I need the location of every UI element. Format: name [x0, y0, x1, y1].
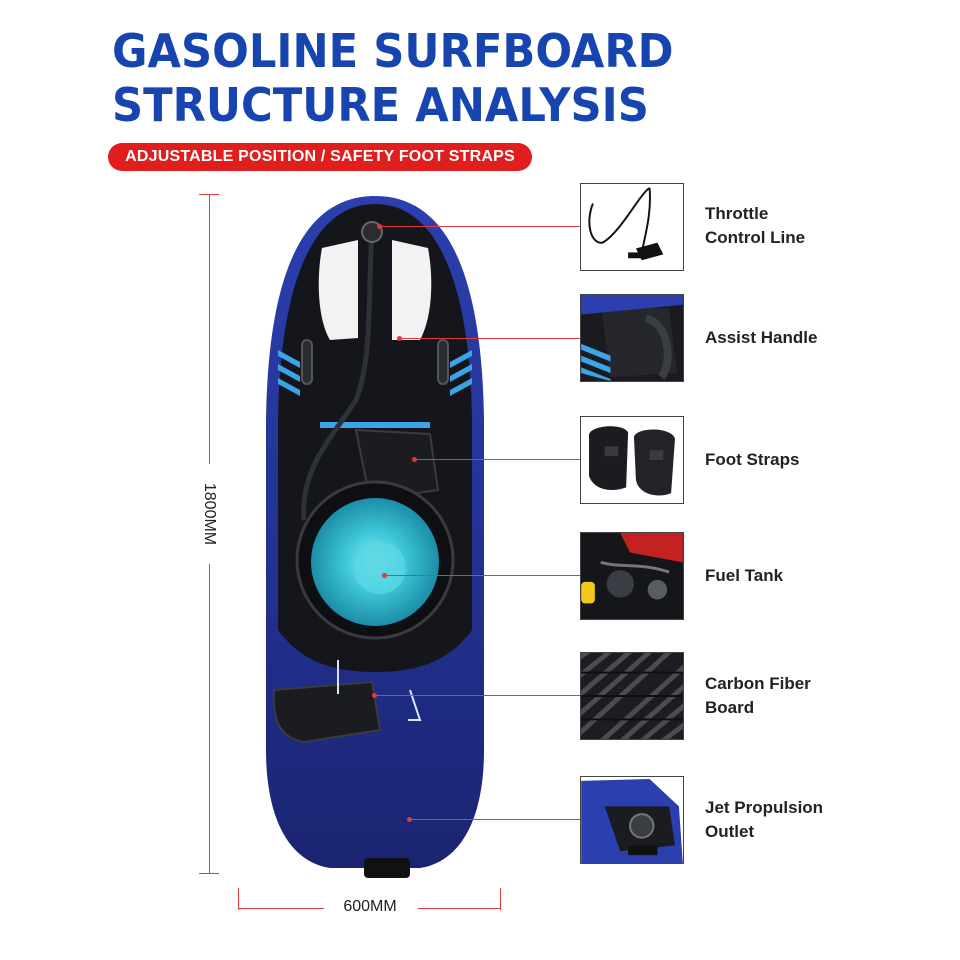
width-dimension-line-left	[238, 908, 324, 909]
title-line-1: GASOLINE SURFBOARD	[112, 24, 674, 78]
fuel-tank-icon	[581, 533, 683, 619]
label-jet-propulsion-line-1: Jet Propulsion	[705, 798, 824, 817]
jet-outlet-icon	[581, 778, 683, 863]
width-dimension-cap-right	[500, 888, 501, 910]
surfboard-icon	[266, 196, 484, 878]
page-title: GASOLINE SURFBOARD STRUCTURE ANALYSIS	[112, 24, 674, 132]
throttle-cable-icon	[588, 187, 664, 261]
leader-line-fuel-tank	[385, 575, 580, 576]
leader-dot-fuel-tank	[382, 573, 387, 578]
label-jet-propulsion-outlet: Jet Propulsion Outlet	[705, 796, 925, 844]
leader-line-throttle	[380, 226, 580, 227]
title-line-2: STRUCTURE ANALYSIS	[112, 78, 649, 132]
label-carbon-fiber-board: Carbon Fiber Board	[705, 672, 925, 720]
label-throttle-line-2: Control Line	[705, 228, 806, 247]
leader-line-jet-outlet	[410, 819, 580, 820]
surfboard-image	[260, 190, 490, 880]
width-dimension-line-right	[418, 908, 500, 909]
label-assist-handle: Assist Handle	[705, 326, 925, 350]
feature-banner: ADJUSTABLE POSITION / SAFETY FOOT STRAPS	[108, 143, 532, 171]
label-throttle-control-line: Throttle Control Line	[705, 202, 925, 250]
leader-line-foot-straps	[415, 459, 580, 460]
leader-dot-handle	[397, 336, 402, 341]
leader-dot-carbon-fiber	[372, 693, 377, 698]
label-jet-propulsion-line-2: Outlet	[705, 822, 755, 841]
jet-outlet-thumbnail	[580, 776, 684, 864]
leader-line-handle	[400, 338, 580, 339]
fuel-tank-thumbnail	[580, 532, 684, 620]
label-foot-straps: Foot Straps	[705, 448, 925, 472]
handle-icon	[581, 295, 683, 381]
label-carbon-fiber-line-1: Carbon Fiber	[705, 674, 811, 693]
label-throttle-line-1: Throttle	[705, 204, 769, 223]
width-dimension-cap-left	[238, 888, 239, 910]
label-foot-straps-line-1: Foot Straps	[705, 450, 800, 469]
leader-dot-foot-straps	[412, 457, 417, 462]
label-carbon-fiber-line-2: Board	[705, 698, 755, 717]
carbon-fiber-icon	[581, 653, 683, 739]
carbon-fiber-thumbnail	[580, 652, 684, 740]
foot-straps-icon	[589, 426, 675, 496]
label-fuel-tank: Fuel Tank	[705, 564, 925, 588]
length-dimension-cap-top	[199, 194, 219, 195]
handle-thumbnail	[580, 294, 684, 382]
leader-dot-throttle	[377, 224, 382, 229]
label-assist-handle-line-1: Assist Handle	[705, 328, 818, 347]
label-fuel-tank-line-1: Fuel Tank	[705, 566, 784, 585]
throttle-thumbnail	[580, 183, 684, 271]
length-dimension-cap-bottom	[199, 873, 219, 874]
leader-dot-jet-outlet	[407, 817, 412, 822]
foot-straps-thumbnail	[580, 416, 684, 504]
width-dimension-label: 600MM	[343, 898, 397, 915]
leader-line-carbon-fiber	[375, 695, 580, 696]
length-dimension-label: 1800MM	[198, 464, 220, 564]
